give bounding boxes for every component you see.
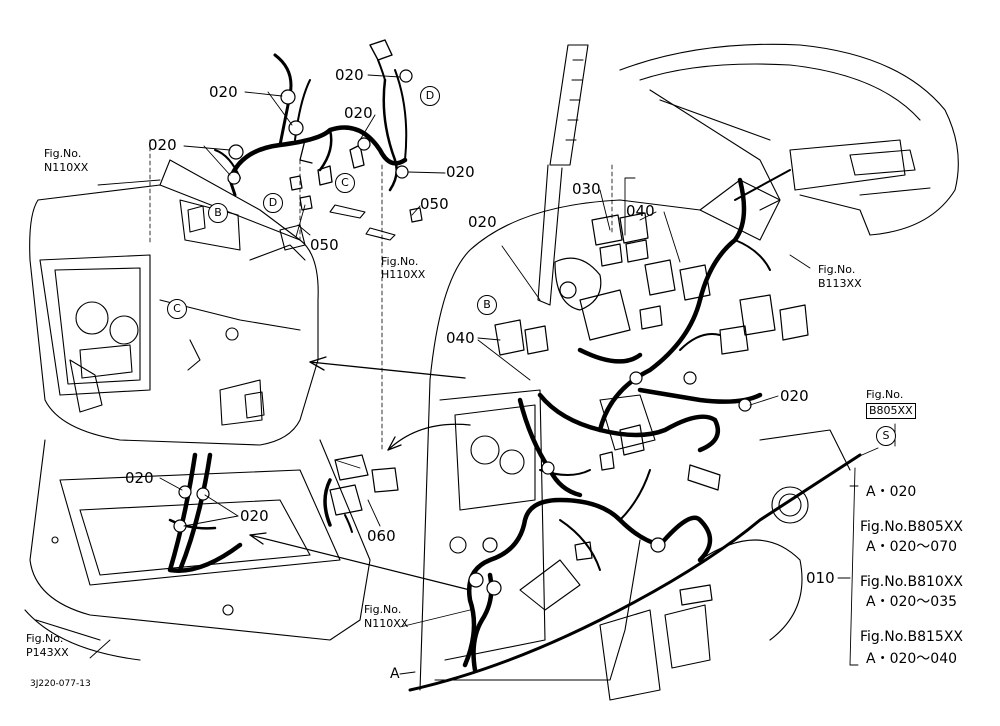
connector-060 — [323, 454, 399, 533]
fig-ref-h110: H110XX — [381, 268, 426, 281]
upper-left-harness — [214, 39, 408, 197]
steering-column — [619, 43, 959, 241]
part-label-020: 020 — [780, 387, 809, 405]
leader-lines — [89, 74, 859, 675]
part-label-020: 020 — [148, 136, 177, 154]
fig-ref-label: Fig.No. — [866, 388, 904, 401]
dashboard-panel-outline — [29, 159, 319, 446]
part-label-020: 020 — [344, 104, 373, 122]
part-label-020: 020 — [335, 66, 364, 84]
ref-letter-b: B — [477, 295, 497, 315]
part-label-050: 050 — [310, 236, 339, 254]
legend-line: A・020～070 — [866, 539, 958, 555]
legend-line: A・020～035 — [866, 594, 958, 610]
harness-thin — [539, 169, 791, 571]
fig-ref-b805: B805XX — [866, 403, 916, 419]
ref-letter-b: B — [208, 203, 228, 223]
legend-line: A・020 — [866, 484, 917, 500]
part-label-040: 040 — [626, 202, 655, 220]
part-label-050: 050 — [420, 195, 449, 213]
ref-letter-c: C — [335, 173, 355, 193]
legend-line: Fig.No.B815XX — [860, 629, 964, 645]
shift-lever — [537, 44, 589, 306]
ref-letter-s: S — [876, 426, 896, 446]
ref-letter-d: D — [420, 86, 440, 106]
ref-letter-a: A — [390, 666, 400, 682]
part-label-020: 020 — [446, 163, 475, 181]
ref-letter-d: D — [263, 193, 283, 213]
ref-letter-c: C — [167, 299, 187, 319]
switch-cluster — [494, 212, 809, 356]
legend-line: Fig.No.B805XX — [860, 519, 964, 535]
part-label-020: 020 — [125, 469, 154, 487]
part-label-020: 020 — [468, 213, 497, 231]
part-label-010: 010 — [806, 569, 835, 587]
arrows — [249, 356, 471, 591]
legend-line: A・020～040 — [866, 651, 958, 667]
legend-line: Fig.No.B810XX — [860, 574, 964, 590]
fig-ref-b113: B113XX — [818, 277, 862, 290]
part-label-060: 060 — [367, 527, 396, 545]
drawing-code: 3J220-077-13 — [30, 679, 91, 689]
main-dashboard-body — [419, 199, 851, 701]
fig-ref-label: Fig.No. — [818, 263, 856, 276]
part-label-030: 030 — [572, 180, 601, 198]
fig-ref-n110: N110XX — [364, 617, 409, 630]
part-label-020: 020 — [209, 83, 238, 101]
fig-ref-n110: N110XX — [44, 161, 89, 174]
bracket-h110 — [279, 204, 396, 251]
part-label-040: 040 — [446, 329, 475, 347]
floor-panel-outline — [24, 439, 371, 661]
fig-ref-label: Fig.No. — [381, 255, 419, 268]
fig-ref-label: Fig.No. — [44, 147, 82, 160]
fig-ref-label: Fig.No. — [364, 603, 402, 616]
fig-ref-label: Fig.No. — [26, 632, 64, 645]
floor-harness — [167, 452, 243, 573]
part-label-020: 020 — [240, 507, 269, 525]
fig-ref-p143: P143XX — [26, 646, 69, 659]
